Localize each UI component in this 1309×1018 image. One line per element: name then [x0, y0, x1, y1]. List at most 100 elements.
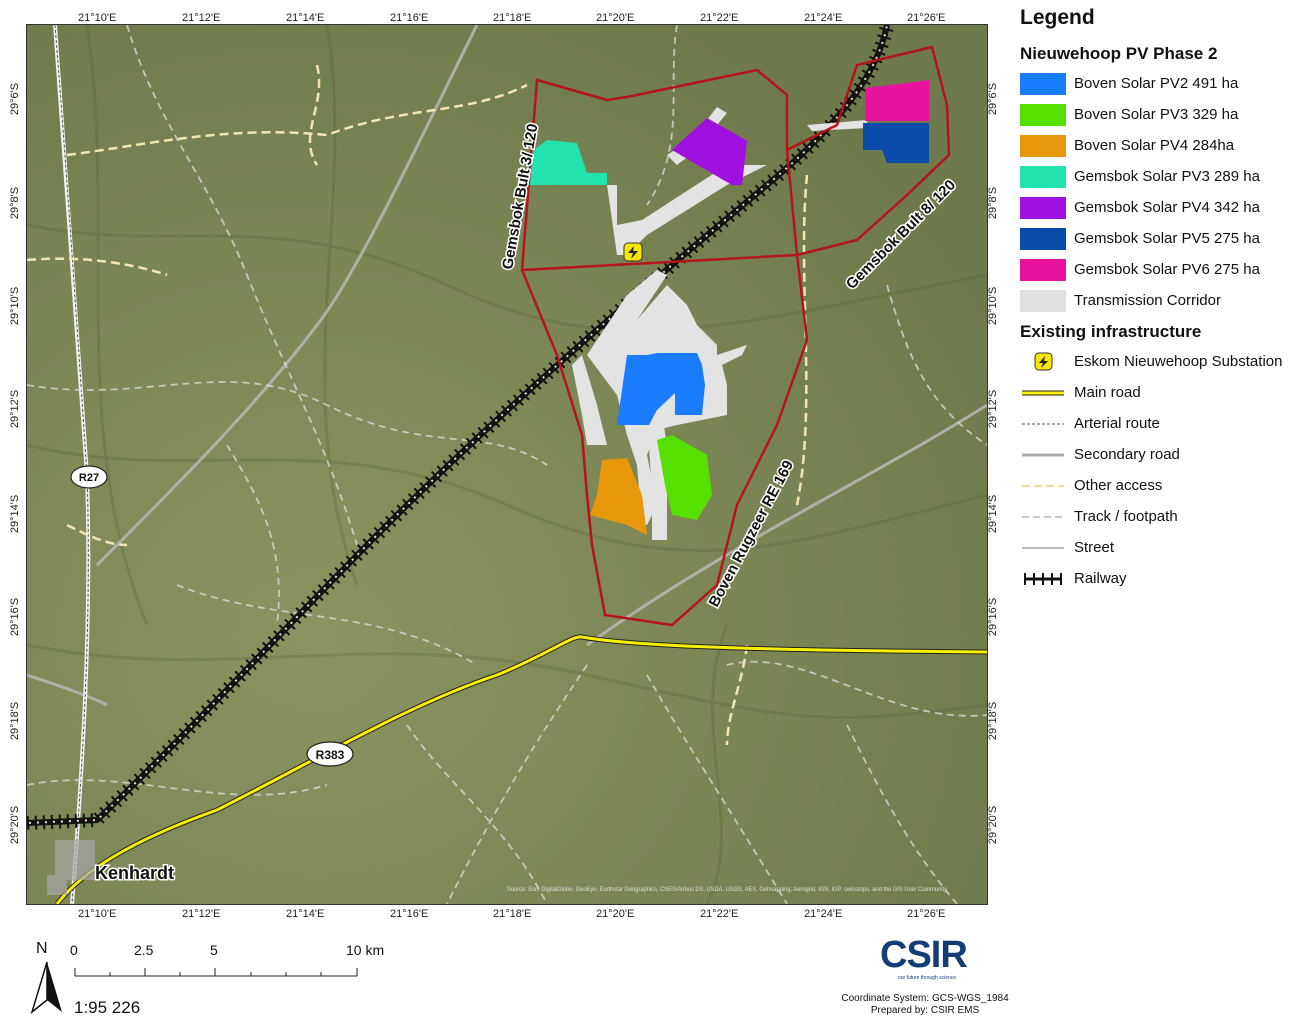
- legend-item-gemsbok-pv5: Gemsbok Solar PV5 275 ha: [1020, 223, 1305, 254]
- lat-tick-label: 29°14'S: [9, 494, 21, 534]
- site-boven-pv4[interactable]: [590, 458, 647, 535]
- secondary-roads: [27, 25, 987, 707]
- csir-tagline: our future through science: [898, 975, 957, 981]
- scale-label-5: 5: [210, 942, 218, 958]
- street-line-icon: [1022, 547, 1064, 548]
- lon-tick-label: 21°18'E: [493, 12, 532, 24]
- lat-tick-label: 29°18'S: [987, 701, 999, 741]
- basemap-attribution: Source: Esri, DigitalGlobe, GeoEye, Eart…: [507, 887, 947, 893]
- track-footpath-line-icon: [1022, 515, 1064, 518]
- kenhardt-label: Kenhardt: [95, 863, 174, 883]
- scale-label-10km: 10 km: [346, 942, 385, 958]
- site-boven-pv3[interactable]: [657, 435, 712, 520]
- eskom-nieuwehoop-substation[interactable]: [623, 242, 643, 262]
- main-road-r383: [55, 634, 987, 904]
- lon-tick-label: 21°10'E: [78, 908, 117, 920]
- legend-item-other-access: Other access: [1020, 470, 1305, 501]
- legend-group-phase2: Nieuwehoop PV Phase 2: [1020, 44, 1218, 63]
- legend-item-boven-pv3: Boven Solar PV3 329 ha: [1020, 99, 1305, 130]
- swatch-gemsbok-pv6: [1020, 258, 1066, 281]
- scale-ratio: 1:95 226: [74, 998, 141, 1017]
- lon-tick-label: 21°20'E: [596, 12, 635, 24]
- lon-tick-label: 21°20'E: [596, 908, 635, 920]
- svg-text:R27: R27: [79, 472, 99, 484]
- lat-tick-label: 29°14'S: [987, 494, 999, 534]
- legend-item-boven-pv2: Boven Solar PV2 491 ha: [1020, 68, 1305, 99]
- lon-tick-label: 21°12'E: [182, 12, 221, 24]
- svg-text:R383: R383: [316, 748, 345, 762]
- lon-tick-label: 21°14'E: [286, 908, 325, 920]
- lat-tick-label: 29°6'S: [9, 82, 21, 116]
- lat-tick-label: 29°16'S: [987, 597, 999, 637]
- scale-label-2-5: 2.5: [134, 942, 154, 958]
- north-arrow-icon: [30, 961, 62, 1015]
- arterial-route-line-icon: [1022, 423, 1064, 424]
- map-canvas[interactable]: Kenhardt R27 R383 Gemsbok Bult 3/ 120 Ge…: [27, 25, 987, 904]
- tracks-footpaths: [27, 25, 987, 904]
- swatch-boven-pv3: [1020, 103, 1066, 126]
- substation-icon: [1034, 352, 1053, 370]
- site-gemsbok-pv3[interactable]: [527, 140, 607, 185]
- lon-tick-label: 21°14'E: [286, 12, 325, 24]
- property-boundaries: [520, 45, 951, 627]
- lat-tick-label: 29°12'S: [987, 389, 999, 429]
- swatch-gemsbok-pv5: [1020, 227, 1066, 250]
- legend-item-arterial-route: Arterial route: [1020, 408, 1305, 439]
- legend-item-track-footpath: Track / footpath: [1020, 501, 1305, 532]
- legend-item-railway: Railway: [1020, 563, 1305, 594]
- lon-tick-label: 21°22'E: [700, 908, 739, 920]
- swatch-transmission-corridor: [1020, 289, 1066, 312]
- main-road-line-icon: [1022, 390, 1064, 395]
- lat-tick-label: 29°12'S: [9, 389, 21, 429]
- legend-item-transmission-corridor: Transmission Corridor: [1020, 285, 1305, 316]
- r27-shield: R27: [70, 465, 108, 489]
- legend-group-infrastructure: Existing infrastructure: [1020, 322, 1202, 341]
- site-gemsbok-pv4[interactable]: [672, 118, 747, 185]
- lon-tick-label: 21°16'E: [390, 908, 429, 920]
- lat-tick-label: 29°8'S: [987, 186, 999, 220]
- r383-shield: R383: [306, 741, 354, 767]
- map-frame[interactable]: Kenhardt R27 R383 Gemsbok Bult 3/ 120 Ge…: [26, 24, 988, 905]
- legend-item-main-road: Main road: [1020, 377, 1305, 408]
- coordinate-system: Coordinate System: GCS-WGS_1984: [841, 993, 1009, 1004]
- lat-tick-label: 29°10'S: [9, 286, 21, 326]
- north-arrow: N: [30, 938, 90, 1018]
- legend-item-substation: Eskom Nieuwehoop Substation: [1020, 346, 1305, 377]
- site-boven-pv2[interactable]: [617, 353, 705, 425]
- lon-tick-label: 21°26'E: [907, 908, 946, 920]
- legend-item-gemsbok-pv4: Gemsbok Solar PV4 342 ha: [1020, 192, 1305, 223]
- north-label: N: [36, 940, 48, 957]
- lon-tick-label: 21°18'E: [493, 908, 532, 920]
- scale-bar-graphic: [74, 968, 358, 977]
- scale-label-0: 0: [70, 942, 78, 958]
- swatch-boven-pv2: [1020, 72, 1066, 95]
- prepared-by: Prepared by: CSIR EMS: [870, 1005, 980, 1016]
- swatch-gemsbok-pv4: [1020, 196, 1066, 219]
- csir-logo-text: CSIR: [880, 934, 968, 976]
- lat-tick-label: 29°20'S: [9, 805, 21, 845]
- kenhardt-town-area: [47, 840, 95, 895]
- csir-logo: CSIR our future through science: [880, 935, 980, 990]
- scale-bar: 0 2.5 5 10 km 1:95 226: [70, 940, 410, 1017]
- legend-item-secondary-road: Secondary road: [1020, 439, 1305, 470]
- site-gemsbok-pv6[interactable]: [865, 80, 929, 121]
- lon-tick-label: 21°26'E: [907, 12, 946, 24]
- legend-item-gemsbok-pv6: Gemsbok Solar PV6 275 ha: [1020, 254, 1305, 285]
- terrain-texture: [27, 25, 987, 904]
- legend-title: Legend: [1020, 6, 1095, 29]
- lat-tick-label: 29°18'S: [9, 701, 21, 741]
- lon-tick-label: 21°24'E: [804, 908, 843, 920]
- lon-tick-label: 21°12'E: [182, 908, 221, 920]
- lat-tick-label: 29°10'S: [987, 286, 999, 326]
- other-access-tracks: [27, 64, 809, 746]
- railway-line-icon: [1024, 572, 1062, 585]
- legend-item-gemsbok-pv3: Gemsbok Solar PV3 289 ha: [1020, 161, 1305, 192]
- secondary-road-line-icon: [1022, 453, 1064, 456]
- lon-tick-label: 21°10'E: [78, 12, 117, 24]
- site-gemsbok-pv5[interactable]: [863, 123, 929, 163]
- lon-tick-label: 21°24'E: [804, 12, 843, 24]
- lat-tick-label: 29°8'S: [9, 186, 21, 220]
- legend-item-boven-pv4: Boven Solar PV4 284ha: [1020, 130, 1305, 161]
- lat-tick-label: 29°16'S: [9, 597, 21, 637]
- swatch-gemsbok-pv3: [1020, 165, 1066, 188]
